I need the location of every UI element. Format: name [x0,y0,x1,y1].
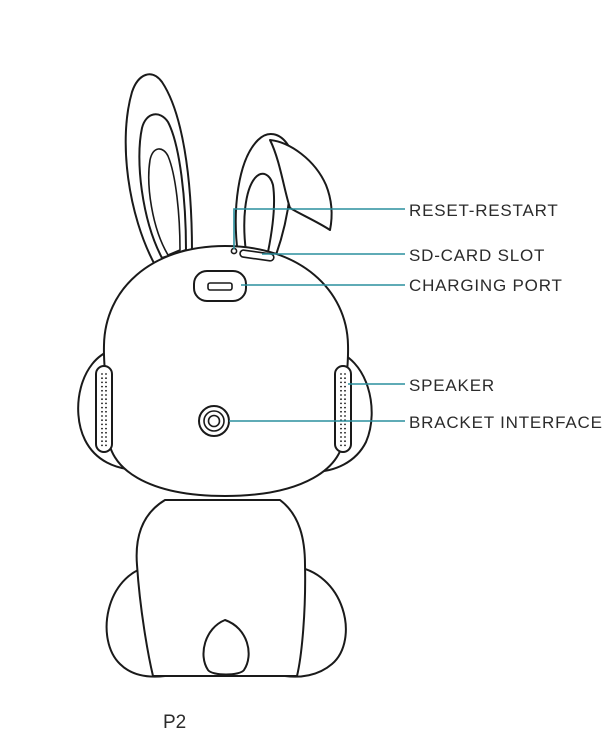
right-speaker-grille [334,365,352,453]
device-features [95,247,352,453]
speaker-hole [340,377,342,380]
reset-pinhole [230,247,238,255]
rabbit-ears [124,73,333,266]
speaker-hole [344,373,346,375]
speaker-hole [105,377,107,380]
speaker-hole [344,431,346,434]
speaker-hole [101,381,103,384]
speaker-hole [101,373,103,375]
tail [202,619,250,676]
speaker-hole [340,415,342,417]
speaker-hole [344,406,346,409]
speaker-hole [101,377,103,380]
leader-lines [229,208,405,422]
label-speaker: SPEAKER [409,376,495,395]
speaker-hole [101,423,103,426]
speaker-hole [340,398,342,401]
speaker-hole [340,431,342,434]
speaker-hole [105,402,107,405]
speaker-hole [101,398,103,401]
speaker-hole [101,444,103,447]
speaker-hole [101,406,103,409]
speaker-hole [105,427,107,430]
speaker-hole [105,394,107,396]
speaker-hole [340,373,342,375]
speaker-hole [101,436,103,438]
speaker-hole [101,415,103,417]
speaker-hole [101,419,103,422]
speaker-hole [105,373,107,375]
right-speaker-holes [340,373,346,447]
speaker-hole [105,381,107,384]
speaker-hole [344,440,346,443]
callout-labels: RESET-RESTART SD-CARD SLOT CHARGING PORT… [409,201,603,432]
speaker-hole [340,440,342,443]
speaker-hole [344,385,346,388]
speaker-hole [101,402,103,405]
leader-reset-restart [233,208,405,249]
speaker-hole [340,402,342,405]
speaker-hole [101,385,103,388]
right-ear-inner [243,172,276,253]
left-speaker-holes [101,373,107,447]
label-reset-restart: RESET-RESTART [409,201,559,220]
speaker-hole [340,381,342,384]
speaker-hole [101,410,103,413]
torso [135,499,307,677]
speaker-hole [344,394,346,396]
speaker-hole [105,385,107,388]
charging-port-socket [207,282,233,291]
speaker-hole [344,377,346,380]
speaker-hole [101,394,103,396]
left-speaker-grille [95,365,113,453]
speaker-hole [101,431,103,434]
figure-label: P2 [163,712,186,733]
speaker-hole [101,389,103,392]
left-ear-innermost [148,148,181,256]
speaker-hole [105,440,107,443]
speaker-hole [105,419,107,422]
speaker-hole [105,398,107,401]
speaker-hole [340,427,342,430]
right-ear-flap [269,139,333,231]
rabbit-lower-body [105,499,347,678]
speaker-hole [105,410,107,413]
speaker-hole [344,402,346,405]
speaker-hole [340,394,342,396]
label-bracket-interface: BRACKET INTERFACE [409,413,603,432]
speaker-hole [101,427,103,430]
speaker-hole [101,440,103,443]
label-charging-port: CHARGING PORT [409,276,563,295]
speaker-hole [105,389,107,392]
speaker-hole [105,444,107,447]
speaker-hole [344,381,346,384]
speaker-hole [105,436,107,438]
speaker-hole [344,415,346,417]
bracket-interface-inner [207,414,221,428]
sd-card-slot [239,249,275,262]
speaker-hole [344,436,346,438]
speaker-hole [340,410,342,413]
speaker-hole [340,444,342,447]
speaker-hole [344,427,346,430]
speaker-hole [340,385,342,388]
speaker-hole [344,398,346,401]
speaker-hole [105,431,107,434]
speaker-hole [105,415,107,417]
speaker-hole [344,410,346,413]
speaker-hole [340,389,342,392]
label-sd-card-slot: SD-CARD SLOT [409,246,545,265]
speaker-hole [105,423,107,426]
speaker-hole [344,389,346,392]
speaker-hole [340,406,342,409]
speaker-hole [105,406,107,409]
speaker-hole [340,436,342,438]
head-shell [102,245,350,497]
speaker-hole [340,423,342,426]
speaker-hole [344,423,346,426]
speaker-hole [344,444,346,447]
